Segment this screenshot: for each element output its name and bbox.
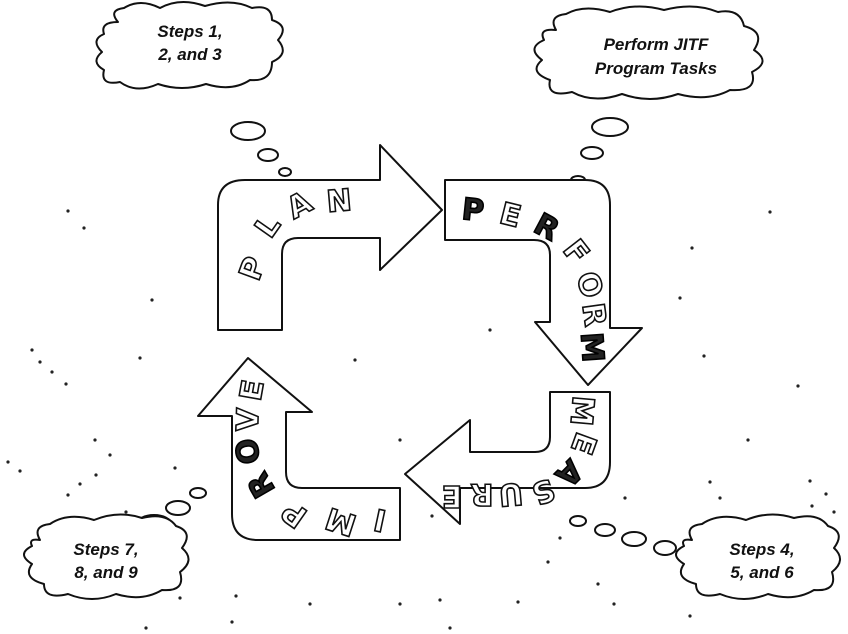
cloud-text-line-2: 5, and 6 — [730, 563, 794, 582]
cloud-top-left: Steps 1, 2, and 3 — [95, 1, 284, 90]
cloud-text-line-1: Perform JITF — [604, 35, 709, 54]
cloud-text-line-1: Steps 4, — [729, 540, 794, 559]
plan-arrow — [217, 144, 443, 331]
thought-bubbles-top-left — [230, 121, 292, 177]
thought-bubbles-top-right — [570, 117, 629, 185]
cloud-top-right: Perform JITF Program Tasks — [533, 5, 764, 100]
cloud-text-line-2: Program Tasks — [595, 59, 717, 78]
improve-letter: O — [229, 436, 267, 466]
measure-letter: U — [497, 475, 524, 512]
perform-letter: M — [573, 331, 610, 363]
cloud-text-line-1: Steps 7, — [73, 540, 138, 559]
cloud-text-line-1: Steps 1, — [157, 22, 222, 41]
perform-arrow — [444, 179, 643, 386]
cloud-bottom-right: Steps 4, 5, and 6 — [675, 513, 841, 600]
cloud-text-line-2: 2, and 3 — [157, 45, 222, 64]
perform-letter: R — [574, 301, 612, 329]
thought-bubbles-bottom-right — [569, 515, 677, 556]
measure-letter: R — [470, 476, 493, 511]
cloud-bottom-left: Steps 7, 8, and 9 — [23, 513, 190, 600]
measure-arrow — [404, 391, 611, 525]
cloud-text-line-2: 8, and 9 — [74, 563, 138, 582]
improve-letter: V — [231, 407, 267, 432]
measure-letter: E — [442, 478, 463, 513]
plan-letter: N — [325, 183, 353, 220]
perform-letter: P — [460, 192, 486, 229]
measure-letter: M — [563, 394, 600, 427]
improve-arrow — [197, 357, 401, 541]
